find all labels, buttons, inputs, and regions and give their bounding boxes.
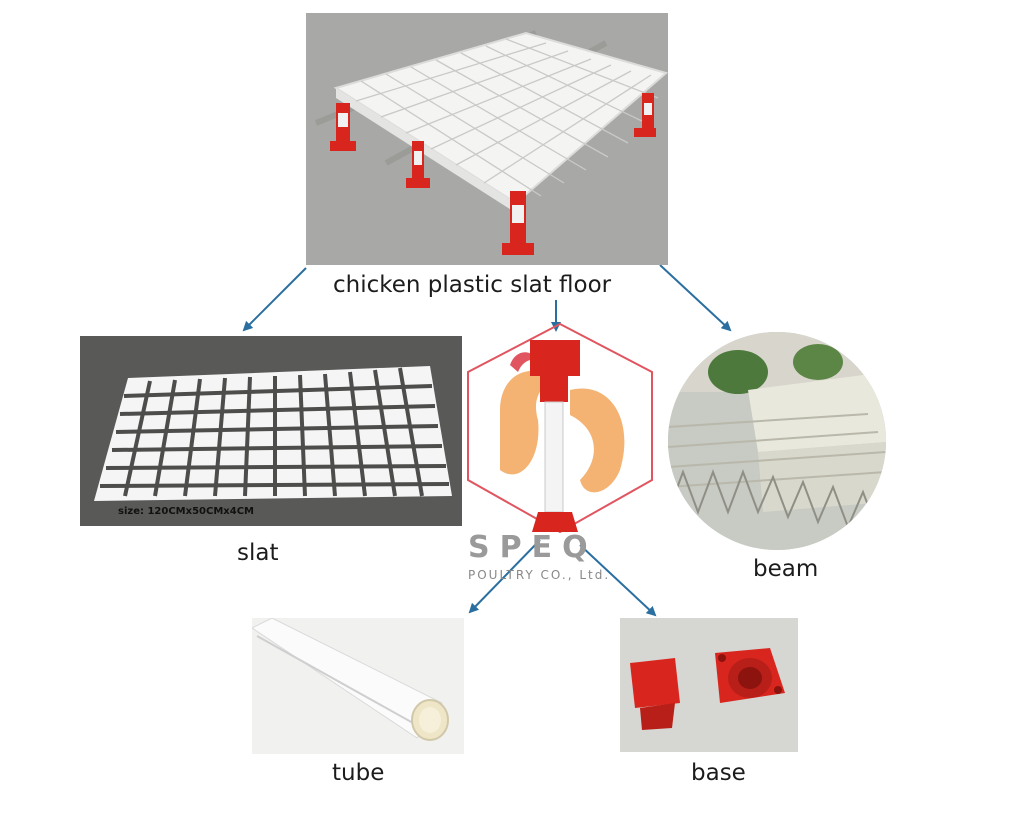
logo-brand: SPEQ <box>468 530 598 565</box>
base-photo <box>620 618 798 752</box>
tube-photo <box>252 618 464 754</box>
slat-floor-photo <box>306 13 668 265</box>
arrow-to-slat <box>242 267 307 332</box>
beam-label: beam <box>753 556 819 582</box>
speq-logo: SPEQ POULTRY CO., Ltd. <box>460 320 660 590</box>
slat-photo: size: 120CMx50CMx4CM <box>80 336 462 526</box>
main-label: chicken plastic slat floor <box>333 272 612 298</box>
logo-subtitle: POULTRY CO., Ltd. <box>468 568 611 582</box>
arrow-to-beam <box>659 264 732 332</box>
slat-size-caption: size: 120CMx50CMx4CM <box>118 506 254 517</box>
slat-label: slat <box>237 540 279 566</box>
tube-label: tube <box>332 760 385 786</box>
base-label: base <box>691 760 746 786</box>
beam-photo <box>668 332 886 550</box>
